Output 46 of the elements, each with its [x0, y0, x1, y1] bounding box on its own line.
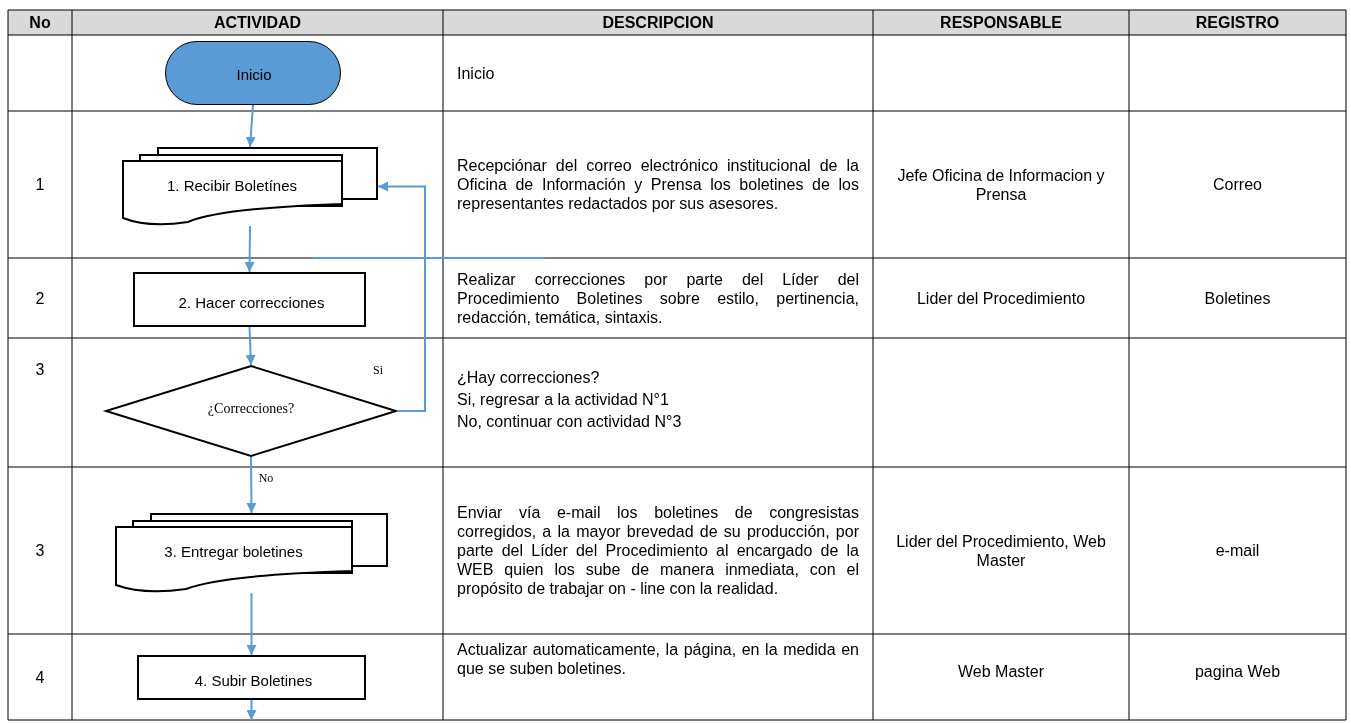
- column-header: DESCRIPCION: [602, 13, 714, 32]
- row-number: 3: [35, 541, 45, 560]
- description-text: No, continuar con actividad N°3: [457, 412, 682, 431]
- description-text: Actualizar automaticamente, la página, en la medida en que se suben boletines.: [457, 640, 859, 678]
- responsible-text: Lider del Procedimiento, Web Master: [895, 531, 1107, 570]
- responsible-text: Jefe Oficina de Informacion y Prensa: [896, 165, 1106, 204]
- decision-diamond: [105, 365, 397, 457]
- description-text: Realizar correcciones por parte del Líder del Procedimiento Boletines sobre estilo, pertinencia, redacción, temática, sintaxis.: [457, 269, 859, 327]
- arrow: [246, 456, 257, 514]
- node-label: ¿Correcciones?: [207, 401, 295, 417]
- edge-label: No: [258, 470, 274, 486]
- row-number: 2: [35, 288, 45, 308]
- arrow: [246, 699, 257, 721]
- node-label: 3. Entregar boletines: [164, 542, 303, 560]
- process-box: [133, 272, 366, 327]
- arrow: [245, 104, 256, 148]
- column-header: REGISTRO: [1195, 13, 1280, 32]
- row-number: 4: [35, 667, 45, 687]
- row-number: 1: [35, 175, 45, 194]
- edge-label: Si: [373, 362, 383, 378]
- record-text: Boletines: [1204, 288, 1271, 308]
- arrow: [244, 225, 255, 273]
- node-label: 2. Hacer correcciones: [178, 293, 325, 310]
- row-number: 3: [35, 360, 45, 379]
- description-text: Si, regresar a la actividad N°1: [457, 390, 669, 409]
- responsible-text: Lider del Procedimiento: [916, 288, 1086, 308]
- node-label: Inicio: [236, 65, 272, 83]
- process-box: [137, 655, 366, 700]
- arrow: [245, 326, 256, 366]
- description-text: Recepciónar del correo electrónico institucional de la Oficina de Información y Prensa los boletines de los representantes redactados por sus asesores.: [457, 156, 859, 213]
- arrow: [246, 592, 257, 656]
- arrow: [377, 181, 426, 412]
- description-text: Enviar vía e-mail los boletines de congresistas corregidos, a la mayor brevedad de su producción, por parte del Líder del Procedimiento al encargado de la WEB quien los sube de manera inmediata, con el propósito de trabajar on - line con la realidad.: [457, 503, 859, 598]
- record-text: Correo: [1213, 175, 1262, 194]
- multi-document-shape: [122, 147, 378, 226]
- column-header: RESPONSABLE: [940, 13, 1062, 32]
- description-text: Inicio: [457, 63, 495, 83]
- description-text: ¿Hay correcciones?: [457, 368, 600, 387]
- node-label: 1. Recibir Boletínes: [166, 176, 298, 194]
- node-label: 4. Subir Boletines: [194, 671, 313, 688]
- record-text: e-mail: [1215, 541, 1260, 560]
- record-text: pagina Web: [1194, 662, 1281, 681]
- multi-document-shape: [115, 513, 388, 593]
- column-header: ACTIVIDAD: [213, 13, 302, 32]
- responsible-text: Web Master: [958, 662, 1044, 681]
- column-header: No: [29, 13, 51, 32]
